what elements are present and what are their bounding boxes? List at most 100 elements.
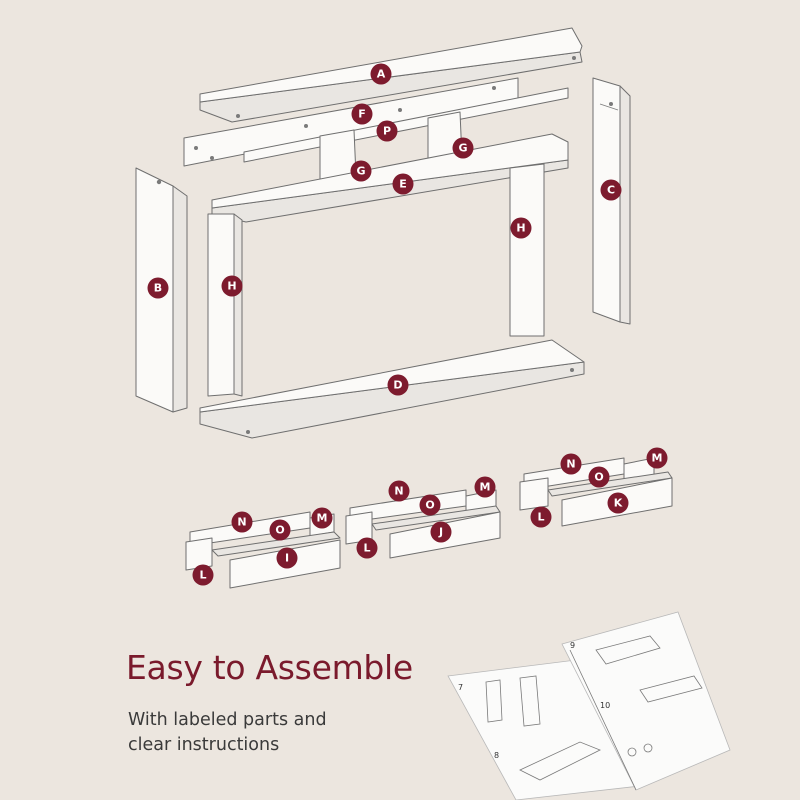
svg-text:H: H (516, 222, 525, 235)
bottom-board-d-hole (570, 368, 574, 372)
svg-text:L: L (199, 569, 206, 582)
panel-c-edge (619, 85, 631, 325)
booklet-sketch (485, 679, 503, 723)
part-badge-n-3: N (560, 453, 582, 475)
part-badge-f: F (351, 103, 373, 125)
svg-text:H: H (227, 280, 236, 293)
panel-b (135, 167, 188, 413)
booklet-sketch (519, 675, 541, 727)
svg-text:O: O (594, 471, 603, 484)
panel-c-hole (609, 102, 613, 106)
bottom-board-d (199, 339, 585, 439)
subtext: With labeled parts and clear instruction… (128, 708, 428, 758)
top-board-a (199, 27, 583, 123)
back-rail-f-hole (304, 124, 308, 128)
part-badge-g-right: G (452, 137, 474, 159)
leg-h-right-face (509, 163, 545, 337)
drawer-k-side-l (519, 477, 549, 511)
subtext-line: With labeled parts and (128, 710, 327, 730)
part-badge-p: P (376, 120, 398, 142)
svg-text:N: N (566, 458, 575, 471)
booklet-sketch (595, 635, 661, 665)
panel-b-edge (172, 185, 188, 413)
drawer-i-bottom-o (211, 531, 341, 557)
part-badge-o-3: O (588, 466, 610, 488)
part-badge-m-3: M (646, 447, 668, 469)
booklet-right-page (561, 611, 731, 791)
manual-page-number: 9 (570, 641, 575, 650)
part-badge-m-2: M (474, 476, 496, 498)
panel-c-rail (599, 103, 619, 111)
svg-text:A: A (377, 68, 386, 81)
part-badge-l-2: L (356, 537, 378, 559)
bottom-board-d-face (199, 339, 585, 413)
svg-text:L: L (537, 511, 544, 524)
part-badge-n-2: N (388, 480, 410, 502)
back-rail-f-hole (492, 86, 496, 90)
part-badge-k: K (607, 492, 629, 514)
svg-text:I: I (285, 552, 289, 565)
svg-text:G: G (458, 142, 467, 155)
svg-text:M: M (317, 512, 328, 525)
svg-text:G: G (356, 165, 365, 178)
leg-h-left (207, 213, 243, 397)
part-badge-c: C (600, 179, 622, 201)
manual-page-number: 8 (494, 751, 499, 760)
svg-text:P: P (383, 125, 391, 138)
panel-b-hole (156, 179, 162, 185)
top-board-a-face (199, 27, 583, 103)
leg-h-left-face (207, 213, 235, 397)
part-badge-m-1: M (311, 507, 333, 529)
svg-text:K: K (614, 497, 623, 510)
booklet-sketch (643, 743, 653, 753)
part-badge-e: E (392, 173, 414, 195)
svg-text:M: M (652, 452, 663, 465)
top-board-a-hole (236, 114, 240, 118)
booklet-sketch (627, 747, 637, 757)
part-badge-g-left: G (350, 160, 372, 182)
bottom-board-d-hole (246, 430, 250, 434)
svg-text:B: B (154, 282, 162, 295)
svg-text:M: M (480, 481, 491, 494)
part-badge-o-2: O (419, 494, 441, 516)
part-badge-j: J (430, 521, 452, 543)
panel-c-face (592, 77, 621, 323)
svg-text:C: C (607, 184, 615, 197)
booklet-sketch (519, 741, 601, 781)
svg-text:N: N (394, 485, 403, 498)
svg-text:E: E (399, 178, 407, 191)
back-rail-f-hole (194, 146, 198, 150)
part-badge-i: I (276, 547, 298, 569)
booklet-spine (569, 649, 637, 791)
svg-text:O: O (275, 524, 284, 537)
booklet-sketch (639, 675, 703, 703)
leg-h-left-edge (233, 213, 243, 397)
panel-c (592, 77, 631, 325)
leg-h-right (509, 163, 545, 337)
svg-text:O: O (425, 499, 434, 512)
part-badge-o-1: O (269, 519, 291, 541)
svg-text:L: L (363, 542, 370, 555)
part-badge-h-left: H (221, 275, 243, 297)
part-badge-h-right: H (510, 217, 532, 239)
back-rail-f-hole (210, 156, 214, 160)
part-badge-l-1: L (192, 564, 214, 586)
svg-text:F: F (358, 108, 366, 121)
part-badge-a: A (370, 63, 392, 85)
part-badge-n-1: N (231, 511, 253, 533)
part-badge-d: D (387, 374, 409, 396)
part-badge-l-3: L (530, 506, 552, 528)
instruction-booklet: 7 8 9 10 (447, 611, 731, 800)
headline: Easy to Assemble (126, 648, 413, 687)
svg-text:N: N (237, 516, 246, 529)
svg-text:D: D (393, 379, 402, 392)
drawer-i-side-l (185, 537, 213, 571)
svg-text:J: J (438, 526, 443, 539)
shelf-e (211, 133, 569, 223)
back-rail-f-hole (398, 108, 402, 112)
manual-page-number: 10 (600, 701, 610, 710)
subtext-line: clear instructions (128, 735, 280, 755)
top-board-a-hole (572, 56, 576, 60)
